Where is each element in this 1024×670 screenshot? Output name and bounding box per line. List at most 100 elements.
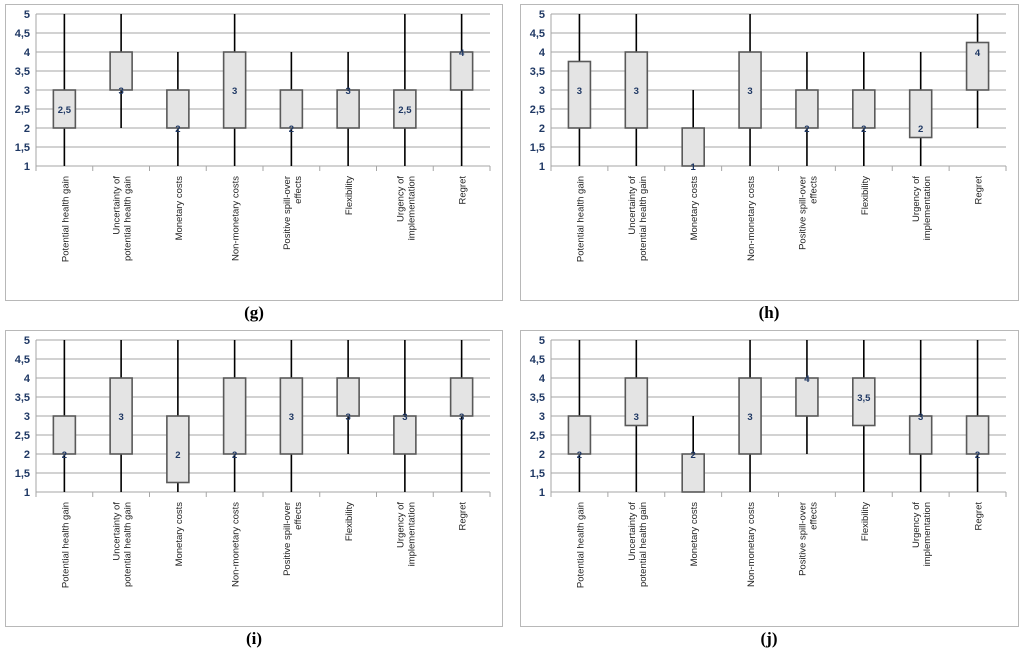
box-plot-item: 2 (279, 52, 304, 166)
svg-text:Urgency of: Urgency of (911, 502, 922, 548)
svg-text:implementation: implementation (406, 502, 417, 566)
box-plot-item: 2 (166, 52, 190, 166)
svg-text:potential health gain: potential health gain (638, 502, 649, 587)
svg-text:Non-monetary costs: Non-monetary costs (746, 502, 757, 587)
svg-text:Monetary costs: Monetary costs (689, 176, 700, 241)
svg-text:Regret: Regret (974, 176, 985, 205)
y-tick-label: 1 (539, 161, 545, 173)
median-value-label: 2 (62, 450, 67, 461)
median-value-label: 3 (459, 412, 464, 423)
median-value-label: 3 (118, 86, 123, 97)
y-tick-label: 3 (539, 411, 545, 423)
box-plot-item: 4 (795, 340, 819, 454)
median-value-label: 2 (232, 450, 237, 461)
svg-text:potential health gain: potential health gain (638, 176, 649, 261)
svg-text:Regret: Regret (974, 502, 985, 531)
x-category-label: Potential health gain (575, 502, 586, 588)
y-tick-label: 1,5 (530, 142, 545, 154)
median-value-label: 4 (975, 48, 981, 59)
y-tick-label: 2,5 (15, 104, 30, 116)
y-tick-label: 3 (24, 85, 30, 97)
y-tick-label: 2,5 (530, 430, 545, 442)
y-tick-label: 3,5 (15, 66, 30, 78)
svg-text:Flexibility: Flexibility (860, 502, 871, 541)
median-value-label: 2 (804, 124, 809, 135)
box-plot-item: 3 (336, 52, 360, 166)
svg-text:Non-monetary costs: Non-monetary costs (746, 176, 757, 261)
median-value-label: 2,5 (398, 105, 412, 116)
median-value-label: 3 (634, 86, 639, 97)
y-tick-label: 1 (24, 487, 30, 499)
y-tick-label: 3 (24, 411, 30, 423)
x-category-label: Monetary costs (689, 176, 700, 241)
y-tick-label: 2,5 (15, 430, 30, 442)
y-tick-label: 3,5 (530, 66, 545, 78)
x-category-label: Monetary costs (174, 176, 185, 241)
svg-text:Urgency of: Urgency of (395, 502, 406, 548)
box-plot-item: 3 (109, 14, 133, 128)
svg-text:Positive spill-over: Positive spill-over (797, 176, 808, 250)
median-value-label: 3 (345, 86, 350, 97)
median-value-label: 3 (747, 86, 752, 97)
median-value-label: 3 (577, 86, 582, 97)
box-plot-item: 3 (738, 14, 762, 166)
box-plot-item: 3 (624, 340, 649, 492)
box-plot-item: 3 (908, 340, 933, 492)
svg-text:Flexibility: Flexibility (344, 176, 355, 215)
y-tick-label: 3,5 (530, 392, 545, 404)
svg-text:Regret: Regret (458, 502, 469, 531)
median-value-label: 1 (691, 162, 697, 173)
y-tick-label: 3 (539, 85, 545, 97)
svg-text:Positive spill-over: Positive spill-over (282, 176, 293, 250)
box-plot-item: 3 (336, 340, 360, 454)
x-category-label: Flexibility (344, 176, 355, 215)
x-category-label: Regret (458, 176, 469, 205)
svg-text:Potential health gain: Potential health gain (575, 176, 586, 262)
box-plot-item: 2,5 (393, 14, 417, 166)
x-category-label: Non-monetary costs (746, 502, 757, 587)
x-category-label: Flexibility (344, 502, 355, 541)
y-tick-label: 2 (24, 123, 30, 135)
median-value-label: 2 (861, 124, 866, 135)
x-category-label: Non-monetary costs (231, 502, 242, 587)
svg-text:Potential health gain: Potential health gain (575, 502, 586, 588)
y-tick-label: 2 (539, 123, 545, 135)
y-tick-label: 4 (539, 47, 546, 59)
median-value-label: 4 (459, 48, 465, 59)
median-value-label: 2 (175, 124, 180, 135)
y-tick-label: 2 (24, 449, 30, 461)
box-plot-item: 3 (109, 340, 133, 492)
x-category-label: Non-monetary costs (231, 176, 242, 261)
y-tick-label: 1 (539, 487, 545, 499)
median-value-label: 3 (918, 412, 923, 423)
y-tick-label: 4,5 (15, 28, 30, 40)
svg-text:Uncertainty of: Uncertainty of (112, 502, 123, 561)
median-value-label: 3 (345, 412, 350, 423)
svg-text:Positive spill-over: Positive spill-over (282, 502, 293, 576)
y-tick-label: 5 (24, 335, 30, 347)
median-value-label: 3 (118, 412, 123, 423)
box-plot-item: 3 (624, 14, 649, 166)
svg-text:effects: effects (808, 502, 819, 530)
x-category-label: Monetary costs (174, 502, 185, 567)
y-tick-label: 4 (24, 47, 31, 59)
y-tick-label: 1 (24, 161, 30, 173)
y-tick-label: 4,5 (530, 354, 545, 366)
y-tick-label: 4 (24, 373, 31, 385)
box-plot-item: 2 (908, 52, 933, 166)
svg-text:effects: effects (808, 176, 819, 204)
panel-caption-h: (h) (758, 303, 780, 322)
svg-text:Flexibility: Flexibility (860, 176, 871, 215)
svg-text:Uncertainty of: Uncertainty of (627, 502, 638, 561)
